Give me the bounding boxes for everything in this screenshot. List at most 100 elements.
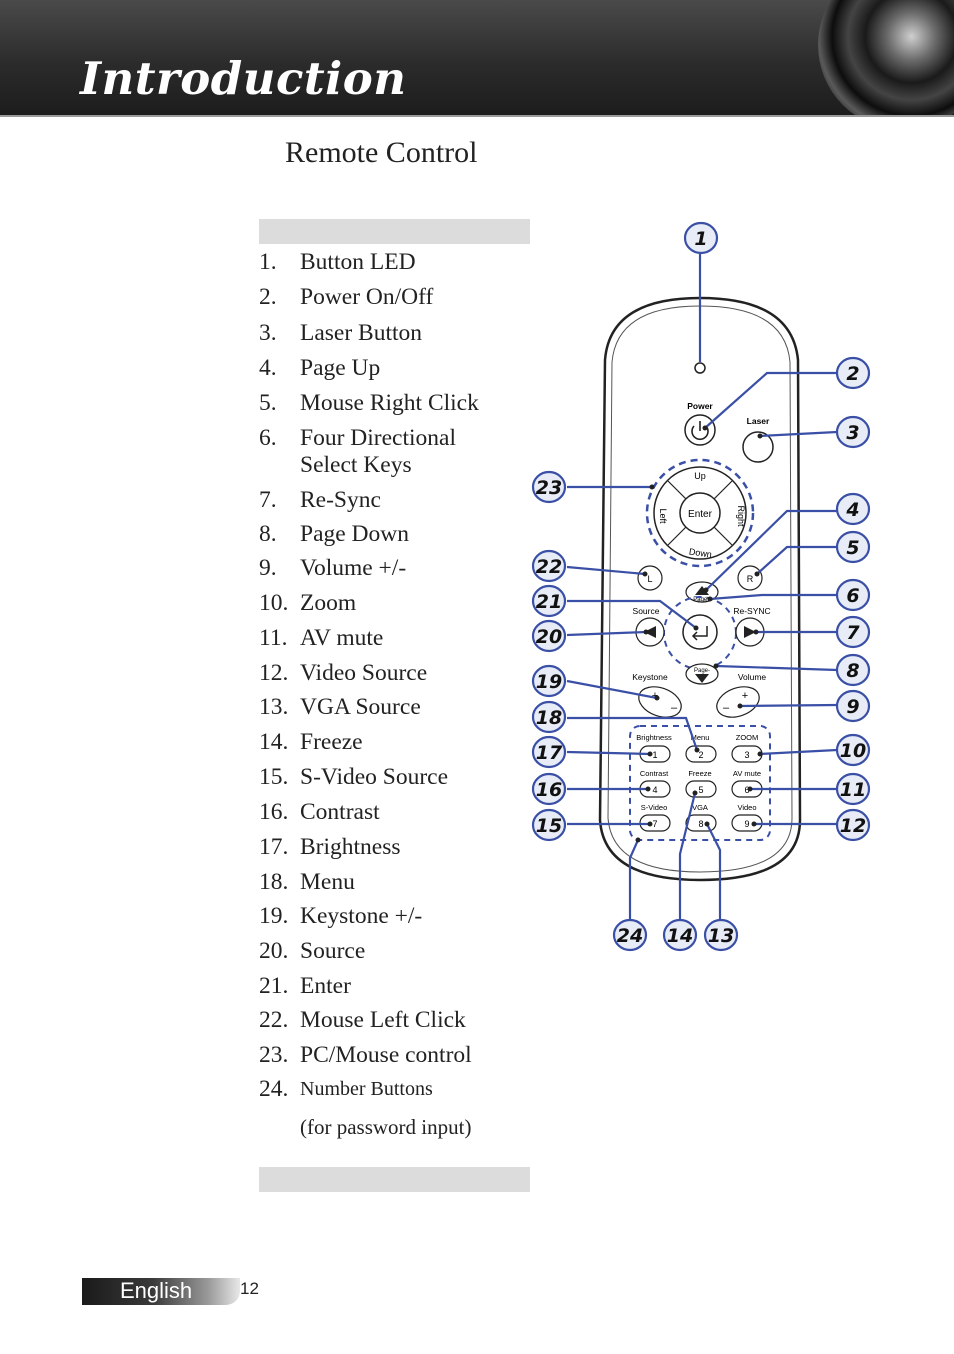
callout-badge xyxy=(835,772,871,806)
zoom-label: ZOOM xyxy=(736,733,759,742)
dpad-divider xyxy=(667,480,687,500)
leader-dot xyxy=(635,837,641,843)
leader-lines xyxy=(566,254,838,922)
leader-line xyxy=(706,823,722,922)
leader-line xyxy=(739,703,838,708)
leader-line xyxy=(567,599,697,629)
callout-19: 19 xyxy=(536,671,562,693)
footer-language-tab xyxy=(82,1278,240,1305)
minus-icon: – xyxy=(723,702,730,714)
key-9-label: 9 xyxy=(744,819,749,829)
arrow-left-icon xyxy=(644,626,656,638)
callout-12: 12 xyxy=(840,815,866,837)
leader-line xyxy=(566,565,646,576)
callout-badge xyxy=(835,530,871,564)
dpad-divider xyxy=(713,480,733,500)
number-buttons-outline xyxy=(629,725,771,841)
header-divider xyxy=(0,115,954,117)
leader-dot xyxy=(647,821,653,827)
leader-line xyxy=(567,716,699,751)
right-label: Right xyxy=(736,505,746,527)
leader-line xyxy=(705,509,837,591)
leader-dot xyxy=(757,433,763,439)
laser-button[interactable] xyxy=(742,431,774,463)
source-label: Source xyxy=(633,606,660,616)
callout-badges: 1 2 3 4 5 6 7 8 9 10 11 12 13 14 15 16 1… xyxy=(531,221,871,952)
callout-badge xyxy=(612,918,648,952)
callout-21: 21 xyxy=(536,591,562,613)
leader-dot xyxy=(693,625,699,631)
leader-line xyxy=(759,748,838,756)
callout-6: 6 xyxy=(846,585,859,607)
section-title: Remote Control xyxy=(285,136,478,169)
leader-dot xyxy=(757,751,763,757)
video-label: Video xyxy=(737,803,756,812)
callout-badge xyxy=(531,664,567,698)
leader-dot xyxy=(737,703,743,709)
leader-dot xyxy=(654,695,660,701)
callout-20: 20 xyxy=(536,626,562,648)
callout-7: 7 xyxy=(846,622,860,644)
lens-graphic xyxy=(818,0,954,117)
key-1-label: 1 xyxy=(652,750,657,760)
callout-badge xyxy=(835,733,871,767)
dpad-divider xyxy=(713,526,733,546)
callout-badge xyxy=(531,619,567,653)
callout-badge xyxy=(835,492,871,526)
list-bottom-bar xyxy=(259,1167,530,1192)
callout-23: 23 xyxy=(536,477,562,499)
callout-badge xyxy=(531,808,567,842)
page-up-label: Page+ xyxy=(693,597,711,603)
callout-2: 2 xyxy=(846,363,859,385)
pc-mouse-control-outline xyxy=(645,458,755,568)
callout-badge xyxy=(835,689,871,723)
page-title: Introduction xyxy=(80,52,407,105)
vga-label: VGA xyxy=(692,803,708,812)
page-header: Introduction xyxy=(0,0,954,117)
enter-return-button[interactable] xyxy=(682,614,718,650)
led-indicator xyxy=(694,362,706,374)
enter-label: Enter xyxy=(688,509,713,520)
leader-dot xyxy=(704,821,710,827)
enter-icon xyxy=(691,626,708,641)
left-label: Left xyxy=(658,508,668,524)
leader-dot xyxy=(751,821,757,827)
callout-badge xyxy=(835,808,871,842)
callout-badge xyxy=(531,700,567,734)
key-2-label: 2 xyxy=(698,750,703,760)
callout-3: 3 xyxy=(846,422,859,444)
leader-dot xyxy=(645,786,651,792)
leader-dot xyxy=(702,425,708,431)
callout-badge xyxy=(835,356,871,390)
leader-dot xyxy=(754,571,760,577)
key-4-label: 4 xyxy=(652,785,657,795)
leader-dot xyxy=(649,484,655,490)
key-5-label: 5 xyxy=(698,785,703,795)
leader-dot xyxy=(747,786,753,792)
enter-button[interactable] xyxy=(679,492,721,534)
volume-button[interactable] xyxy=(713,681,764,722)
leader-dot xyxy=(703,587,709,593)
callout-badge xyxy=(835,415,871,449)
callout-4: 4 xyxy=(845,499,859,521)
avmute-label: AV mute xyxy=(733,769,761,778)
remote-inner-edge xyxy=(607,305,793,873)
leader-line xyxy=(566,679,658,700)
key-8-label: 8 xyxy=(698,819,703,829)
key-3-label: 3 xyxy=(744,750,749,760)
leader-line xyxy=(709,593,837,601)
dpad-divider xyxy=(667,526,687,546)
callout-1: 1 xyxy=(694,228,707,250)
callout-badge xyxy=(703,918,739,952)
power-icon xyxy=(691,425,709,441)
callout-badge xyxy=(531,735,567,769)
key-6-label: 6 xyxy=(744,785,749,795)
callout-15: 15 xyxy=(536,815,562,837)
r-label: R xyxy=(747,574,754,584)
leader-line xyxy=(566,630,647,637)
key-2-button[interactable] xyxy=(685,745,717,763)
leader-dot xyxy=(647,751,653,757)
callout-badge xyxy=(835,653,871,687)
callout-badge xyxy=(531,772,567,806)
